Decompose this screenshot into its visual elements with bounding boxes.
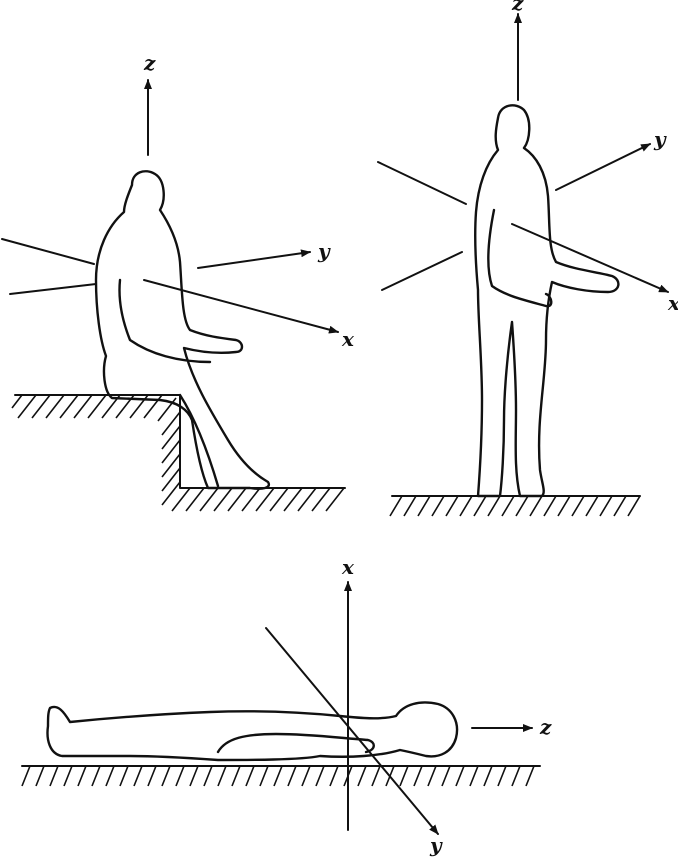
lying-ground-hatching [22, 766, 534, 786]
standing-person-outline [475, 105, 618, 496]
sitting-person-leg-detail [180, 395, 218, 486]
standing-y-axis [556, 144, 650, 190]
standing-y-label: y [653, 127, 667, 151]
sitting-z-label: z [143, 51, 156, 75]
sitting-x-axis-back [10, 284, 96, 294]
sitting-step-hatching [12, 395, 344, 511]
sitting-x-axis [144, 280, 338, 332]
standing-y-axis-back [378, 162, 466, 204]
sitting-y-axis [198, 252, 310, 268]
sitting-y-axis-back [2, 239, 94, 264]
sitting-person-outline [96, 171, 269, 488]
lying-person-arm-detail [218, 734, 374, 752]
standing-z-label: z [511, 0, 524, 15]
lying-person-outline [48, 703, 458, 761]
standing-x-axis [512, 224, 668, 292]
standing-panel: z y x [378, 0, 678, 516]
lying-z-label: z [539, 715, 552, 739]
standing-x-label: x [667, 291, 678, 315]
standing-x-axis-back [382, 252, 462, 290]
sitting-x-label: x [341, 327, 355, 351]
lying-y-label: y [429, 833, 443, 857]
sitting-y-label: y [317, 239, 331, 263]
lying-y-axis [266, 628, 438, 834]
lying-panel: x z y [22, 555, 552, 857]
sitting-step-outline [15, 395, 345, 488]
standing-ground-hatching [390, 496, 640, 516]
lying-x-label: x [341, 555, 355, 579]
standing-person-arm-detail [488, 210, 551, 306]
sitting-panel: z y x [2, 51, 355, 511]
